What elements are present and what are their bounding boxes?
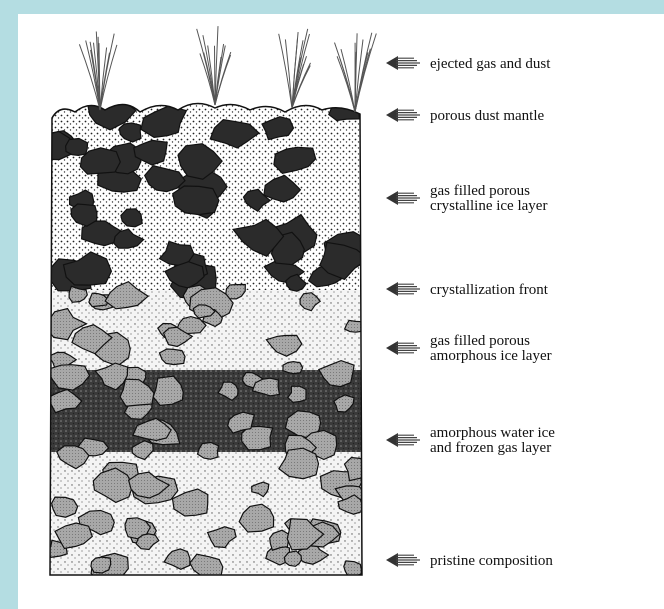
gas-jet-plumes [79,26,376,112]
gas-jet [279,29,311,108]
layer-labels: ejected gas and dust porous dust mantle ga… [386,56,555,569]
gas-jet [79,32,117,111]
rock [345,320,366,332]
layer-column [40,93,375,586]
rock [91,557,111,573]
gas-jet [197,26,231,105]
layer-label-amorphous: gas filled porous [430,333,530,349]
arrow-icon [386,553,420,567]
layer-label-frozen: and frozen gas layer [430,440,551,456]
arrow-icon [386,341,420,355]
layer-label-pristine: pristine composition [430,553,553,569]
arrow-icon [386,433,420,447]
rock [344,561,362,577]
rock [52,497,78,517]
rock [283,362,303,374]
rock [270,530,290,550]
layer-label-crystalline: crystalline ice layer [430,198,547,214]
layer-label-amorphous: amorphous ice layer [430,348,552,364]
gas-jet [335,33,377,112]
layer-label-crystalline: gas filled porous [430,183,530,199]
rock [66,139,88,156]
arrow-icon [386,56,420,70]
rock [345,458,376,481]
arrow-icon [386,108,420,122]
layer-label-mantle: porous dust mantle [430,108,544,124]
layer-label-ejected: ejected gas and dust [430,56,551,72]
arrow-icon [386,282,420,296]
arrow-icon [386,191,420,205]
layer-label-frozen: amorphous water ice [430,425,555,441]
layer-label-front: crystallization front [430,282,549,298]
